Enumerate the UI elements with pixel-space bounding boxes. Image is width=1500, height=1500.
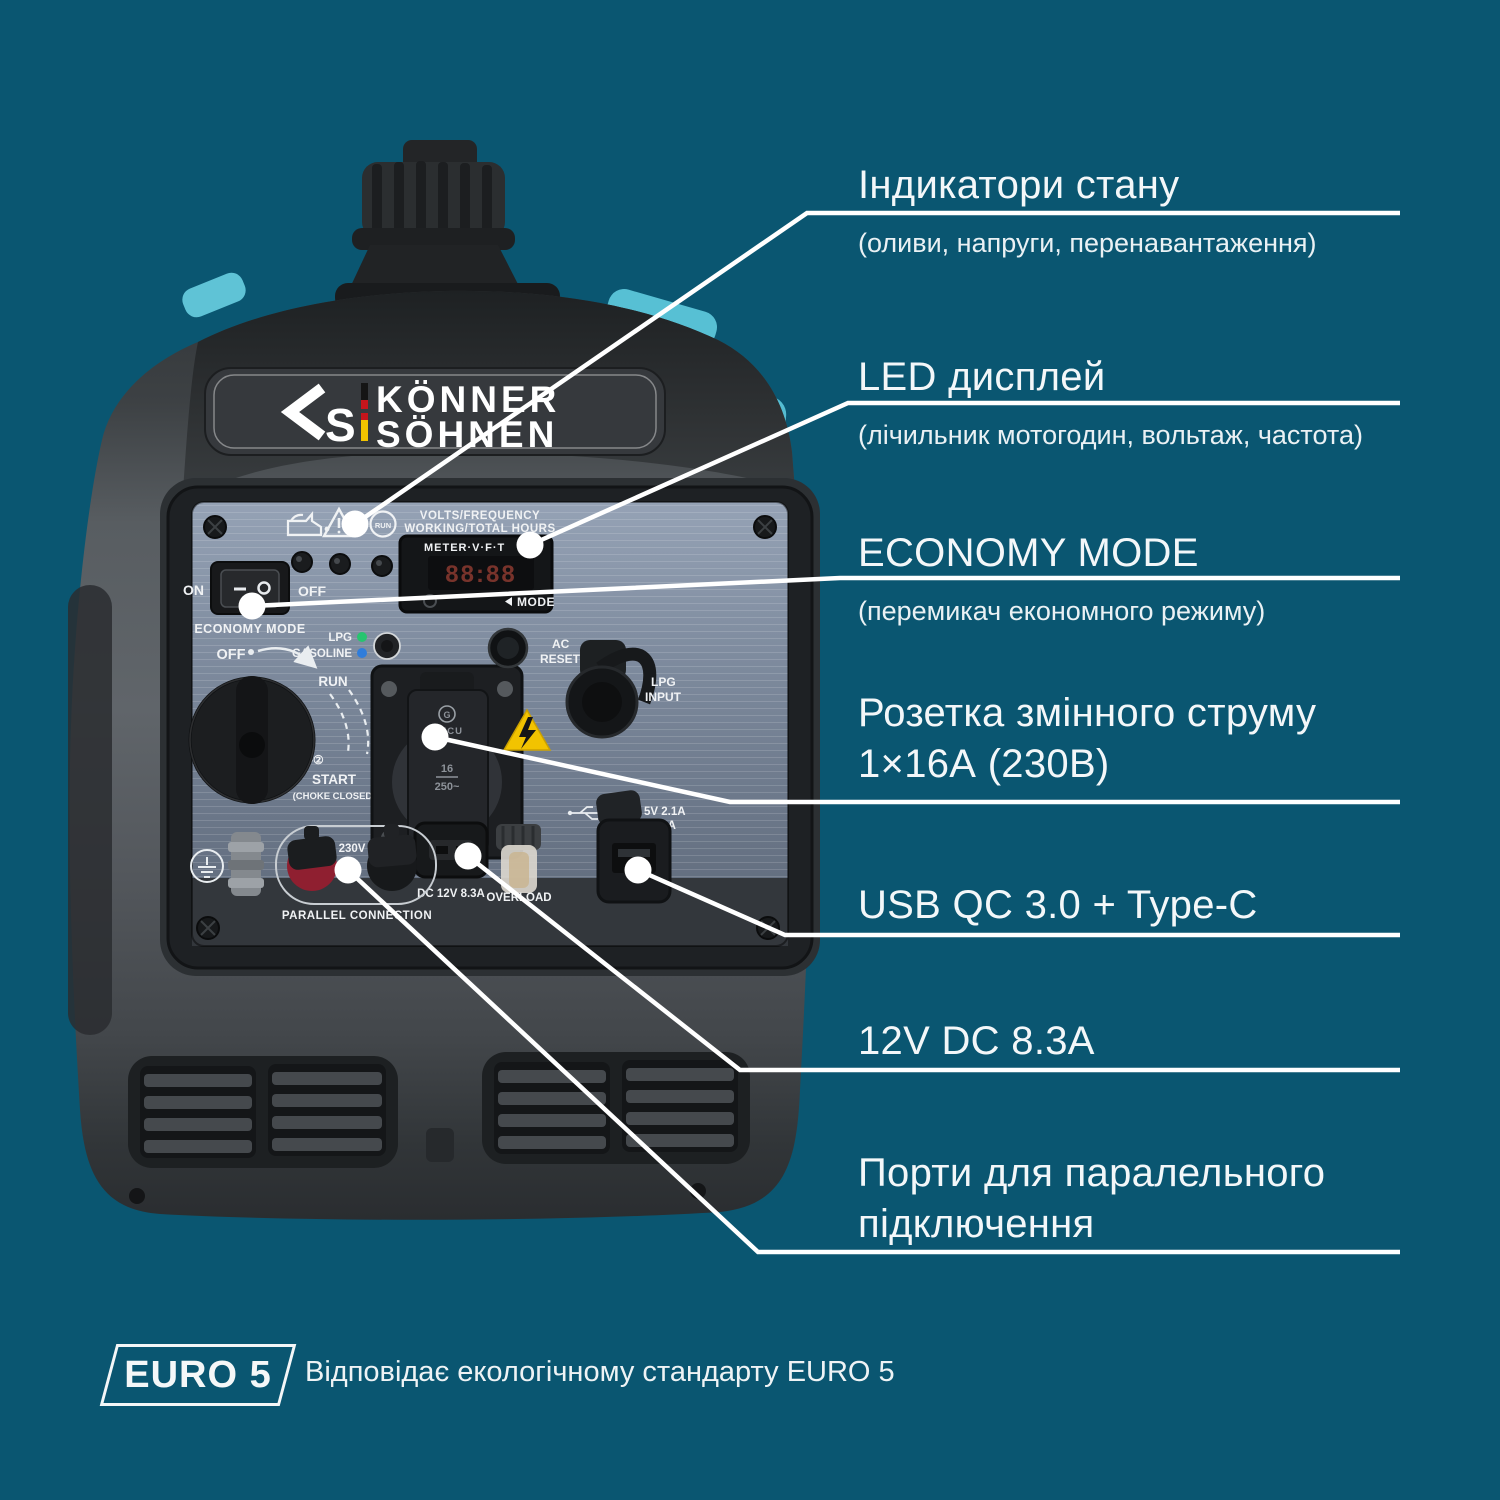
feature-label-dc: 12V DC 8.3A	[858, 1016, 1418, 1067]
ventilation-grilles	[128, 1052, 750, 1204]
parallel-connection-ports: 230V PARALLEL CONNECTION	[275, 824, 437, 922]
status-indicators: RUN	[286, 506, 397, 577]
feature-title: Порти для паралельного підключення	[858, 1151, 1326, 1246]
economy-mode-switch: ON OFF ECONOMY MODE	[183, 561, 326, 636]
svg-text:S: S	[325, 399, 356, 451]
ac-reset-button: AC RESET	[487, 627, 581, 669]
side-handle-groove	[68, 585, 112, 1035]
feature-title: LED дисплей	[858, 355, 1106, 399]
meter-value: 88:88	[445, 561, 516, 588]
run-circle-icon: RUN	[369, 510, 397, 538]
meter-mode-label: MODE	[517, 595, 555, 609]
callout-line-economy-mode	[251, 575, 1400, 609]
callout-line-parallel	[346, 868, 1400, 1255]
euro5-description: Відповідає екологічному стандарту EURO 5	[305, 1356, 895, 1388]
feature-label-led-display: LED дисплей (лічильник мотогодин, вольта…	[858, 352, 1418, 452]
feature-subtitle: (оливи, напруги, перенавантаження)	[858, 228, 1317, 258]
knob-choke-label: (CHOKE CLOSED)	[293, 791, 376, 802]
brand-logo-mark: S	[280, 383, 356, 451]
callout-dot-parallel	[334, 856, 362, 884]
feature-label-parallel: Порти для паралельного підключення	[858, 1148, 1418, 1250]
callout-dot-dc	[454, 842, 482, 870]
euro5-badge: EURO 5	[99, 1344, 297, 1406]
feature-subtitle: (перемикач економного режиму)	[858, 596, 1266, 626]
knob-off-label: OFF	[217, 647, 246, 663]
svg-text:G: G	[443, 710, 450, 720]
lpg-label: LPG	[328, 632, 352, 644]
dc-caption: DC 12V 8.3A	[417, 888, 485, 900]
vent-louvers	[140, 1060, 738, 1158]
economy-on-label: ON	[183, 582, 204, 598]
lightning-triangle-icon	[502, 708, 552, 751]
feature-label-economy-mode: ECONOMY MODE (перемикач економного режим…	[858, 528, 1418, 628]
lpg-dot	[357, 632, 367, 642]
svg-text:RUN: RUN	[375, 521, 391, 530]
socket-rating-bottom: 250~	[435, 781, 460, 793]
callout-line-status-indicators	[353, 210, 1400, 526]
feature-title: Індикатори стану	[858, 163, 1180, 207]
rotary-selector: OFF RUN ①-② START (CHOKE CLOSED)	[188, 645, 398, 804]
callout-dot-ac-socket	[421, 723, 449, 751]
callout-dot-economy-mode	[238, 592, 266, 620]
economy-mode-label: ECONOMY MODE	[194, 622, 305, 636]
parallel-voltage-label: 230V	[339, 843, 366, 855]
callout-dot-usb	[624, 856, 652, 884]
feature-label-usb: USB QC 3.0 + Type-C	[858, 880, 1418, 931]
feature-title: 12V DC 8.3A	[858, 1019, 1095, 1063]
euro5-badge-label: EURO 5	[124, 1353, 272, 1396]
gasoline-dot	[357, 648, 367, 658]
brand-flag-bars	[361, 383, 368, 441]
feature-title: Розетка змінного струму 1×16А (230В)	[858, 691, 1317, 786]
callout-dot-led-display	[516, 531, 544, 559]
meter-caption-line1: VOLTS/FREQUENCY	[420, 510, 540, 522]
lpg-input-line2: INPUT	[645, 690, 682, 704]
knob-start-label: START	[312, 772, 357, 787]
ac-socket: G GHCU 16 250~ IP44 230V 16A	[370, 664, 524, 872]
lpg-input-port: LPG INPUT	[565, 640, 682, 739]
brand-plate: S KÖNNER SÖHNEN	[204, 367, 666, 456]
usb-rating-line1: 5V 2.1A	[644, 806, 686, 818]
ac-reset-line1: AC	[552, 637, 570, 651]
callout-line-ac-socket	[434, 734, 1400, 805]
callout-dot-status-indicators	[341, 510, 369, 538]
feature-title: USB QC 3.0 + Type-C	[858, 883, 1258, 927]
feature-subtitle: (лічильник мотогодин, вольтаж, частота)	[858, 420, 1363, 450]
meter-brand: METER·V·F·T	[424, 542, 505, 554]
callout-line-dc	[466, 854, 1400, 1073]
knob-run-label: RUN	[318, 674, 347, 689]
callout-line-led-display	[529, 400, 1400, 548]
feature-title: ECONOMY MODE	[858, 531, 1199, 575]
brand-name-line1: KÖNNER	[376, 379, 560, 420]
lpg-input-line1: LPG	[651, 675, 676, 689]
economy-off-label: OFF	[298, 583, 326, 599]
feature-label-ac-socket: Розетка змінного струму 1×16А (230В)	[858, 688, 1418, 790]
usb-ports: 5V 2.1A 5V 1A	[567, 790, 686, 904]
socket-rating-top: 16	[441, 763, 453, 775]
feature-label-status-indicators: Індикатори стану (оливи, напруги, перена…	[858, 160, 1418, 260]
earth-ground-icon	[190, 849, 224, 883]
ground-terminal	[190, 832, 264, 896]
ac-reset-line2: RESET	[540, 652, 581, 666]
control-panel: RUN VOLTS/FREQUENCY WORKING/TOTAL HOURS …	[160, 478, 820, 976]
meter-caption-line2: WORKING/TOTAL HOURS	[404, 523, 555, 535]
callout-line-usb	[637, 867, 1400, 938]
